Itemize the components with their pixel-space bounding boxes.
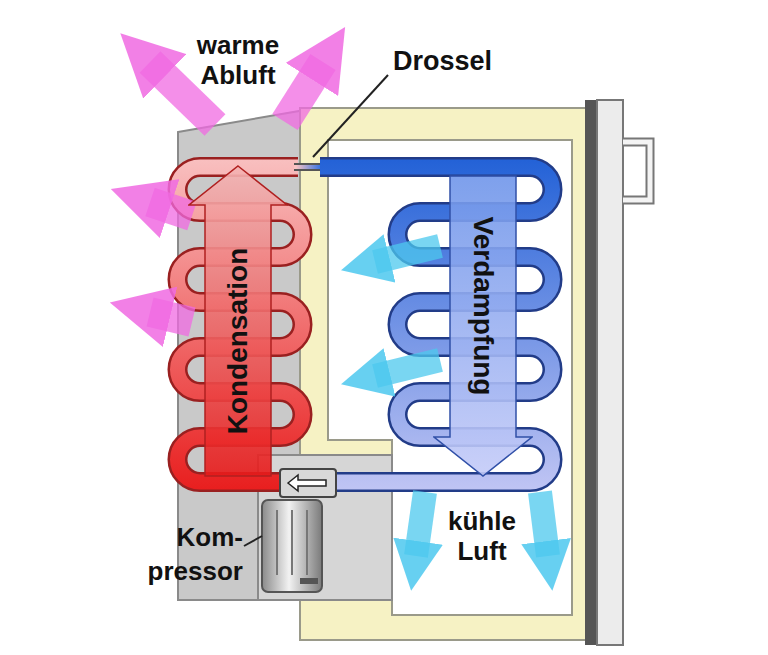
leader-line <box>313 75 388 157</box>
cool-air-arrow <box>375 360 440 376</box>
evaporation-arrow: Verdampfung <box>433 175 533 477</box>
condenser-coil <box>178 167 303 482</box>
arrow-outline <box>434 176 532 476</box>
door-handle <box>623 142 650 200</box>
compressor-body <box>262 500 322 592</box>
process-label: Kondensation <box>224 248 252 435</box>
evaporator-coil <box>320 167 553 482</box>
cool-air-arrow <box>540 492 548 556</box>
compressor-rib <box>291 510 293 575</box>
cool-air-arrow <box>375 246 440 262</box>
compressor-rib <box>306 510 308 575</box>
throttle <box>294 165 322 169</box>
cool-air-arrow <box>416 492 425 556</box>
compressor-head <box>280 469 336 497</box>
leader-line <box>244 536 262 546</box>
compressor-rib <box>276 510 278 575</box>
condenser-coil <box>178 167 303 482</box>
air-label: warme Abluft <box>168 30 308 90</box>
process-label: Verdampfung <box>469 217 497 396</box>
air-label: kühle Luft <box>432 506 532 566</box>
arrow-outline <box>189 166 287 476</box>
part-label: Drossel <box>393 46 543 76</box>
part-label: Kom- pressor <box>128 520 243 588</box>
warm-air-arrow <box>150 202 192 216</box>
condensation-arrow: Kondensation <box>188 165 288 477</box>
throttle <box>294 163 322 171</box>
compressor-plate <box>300 578 318 584</box>
door-seal <box>585 100 597 645</box>
fridge-door <box>597 100 623 645</box>
flow-arrow-symbol <box>288 475 326 491</box>
door-handle <box>623 142 650 200</box>
evaporator-coil <box>320 167 553 482</box>
warm-air-arrow <box>285 62 323 122</box>
warm-air-arrow <box>150 312 192 322</box>
